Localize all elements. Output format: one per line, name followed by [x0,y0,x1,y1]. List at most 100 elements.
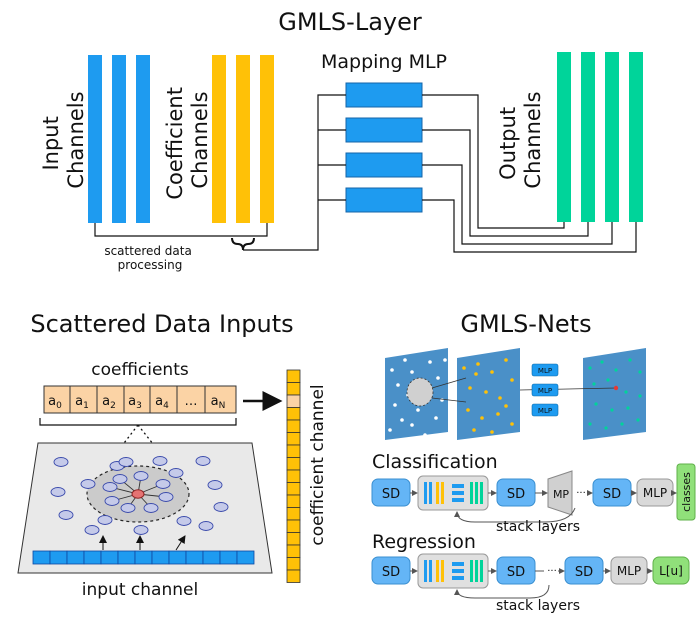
classes-node [676,463,696,521]
sd-node-label: SD [507,487,525,502]
input-channels-label: Input Channels [39,91,88,188]
curly-brace [231,237,255,251]
coefficient-channels-label: Coefficient Channels [163,80,212,199]
input-channel-bar [88,55,102,223]
plate-dot [600,360,604,364]
plate-dot [436,376,440,380]
plate-dot [638,370,642,374]
nets-mlp-boxes: MLP MLP MLP [531,363,559,417]
scatter-points [50,456,229,535]
scatter-point [80,479,96,489]
input-channel-cell [117,550,136,565]
coef-channel-cell [286,507,301,521]
output-channel-bar [557,52,571,222]
plate-dot [592,382,596,386]
scatter-point [118,457,134,467]
plate-dot [400,418,404,422]
scatter-point [84,525,100,535]
input-channel-cell [32,550,51,565]
connection-lines [94,94,637,253]
coefficient-channel-bar [236,55,250,223]
plate-dot [393,403,397,407]
mp-node-label: MP [553,488,569,501]
scattered-data-title: Scattered Data Inputs [30,310,293,338]
plate-dot [614,368,618,372]
scatter-point [195,456,211,466]
plate-dot [628,358,632,362]
nets-mlp-label: MLP [538,367,552,375]
coefficient-channel-bar [212,55,226,223]
output-channel-bars [557,52,643,222]
coefficients-heading: coefficients [91,360,189,380]
coef-channel-cell [286,432,301,446]
coef-channel-cell [286,419,301,433]
output-channel-bar [581,52,595,222]
gmls-layer-title: GMLS-Layer [278,8,422,36]
input-channel-cell [66,550,85,565]
plate-dot [610,408,614,412]
stack-layers-label: stack layers [496,519,580,535]
coefficient-channel-label: coefficient channel [308,384,328,545]
nets-mlp-label: MLP [538,387,552,395]
coef-channel-cell [286,482,301,496]
mapping-mlp-boxes [345,82,423,213]
plate-dot [468,386,472,390]
sd-node-label: SD [507,565,525,580]
scatter-point [112,474,128,484]
plate-dot [504,404,508,408]
coef-channel-cell [286,494,301,508]
coef-channel-cell [286,519,301,533]
plate-dot [472,428,476,432]
coefficient-channel-bar [260,55,274,223]
stack-loop-arrow [454,507,576,523]
scatter-point [50,487,66,497]
coefficient-row: a0 a1 a2 a3 a4 … aN [43,385,237,414]
mlp-node-label: MLP [643,486,667,500]
mp-node [547,470,573,516]
output-channel-bar [629,52,643,222]
regression-pipeline: SD SD ··· SD MLP L[u] stack layers [371,553,690,614]
coefficient-channel-column [286,369,301,583]
plate-dot [462,366,466,370]
scatter-point [120,503,136,513]
plate-dot [604,426,608,430]
scatter-point [152,456,168,466]
scatter-point [104,496,120,506]
plate-dot [396,383,400,387]
coef-channel-cell [286,444,301,458]
scatter-point [133,471,149,481]
coef-channel-cell [286,382,301,396]
scatter-point [158,492,174,502]
center-point [131,489,145,499]
plate-dot [476,362,480,366]
coefficient-channel-bars [212,55,274,223]
plate-dot [498,396,502,400]
output-channels-label: Output Channels [496,91,545,188]
input-channel-cell [168,550,187,565]
plate-dot [606,378,610,382]
mapping-mlp-box [345,187,423,213]
mapping-mlp-label: Mapping MLP [321,51,447,73]
plate-dot [403,358,407,362]
sd-node-label: SD [575,565,593,580]
plate-dot [480,416,484,420]
input-channel-bars [88,55,150,223]
stack-layers-label: stack layers [496,598,580,614]
plate-dot [588,422,592,426]
plate-dot [638,394,642,398]
plate-dot [390,368,394,372]
output-node [652,556,690,585]
input-channel-cell [100,550,119,565]
plate-dot [588,366,592,370]
plate-dot [423,433,427,437]
plate-dot [410,370,414,374]
plate-dot [416,408,420,412]
plate-dot [466,408,470,412]
plate-dot [428,360,432,364]
coef-channel-cell [286,457,301,471]
plate-dot [443,358,447,362]
input-channel-cell [202,550,221,565]
output-channel-bar [605,52,619,222]
coef-channel-cell [286,407,301,421]
